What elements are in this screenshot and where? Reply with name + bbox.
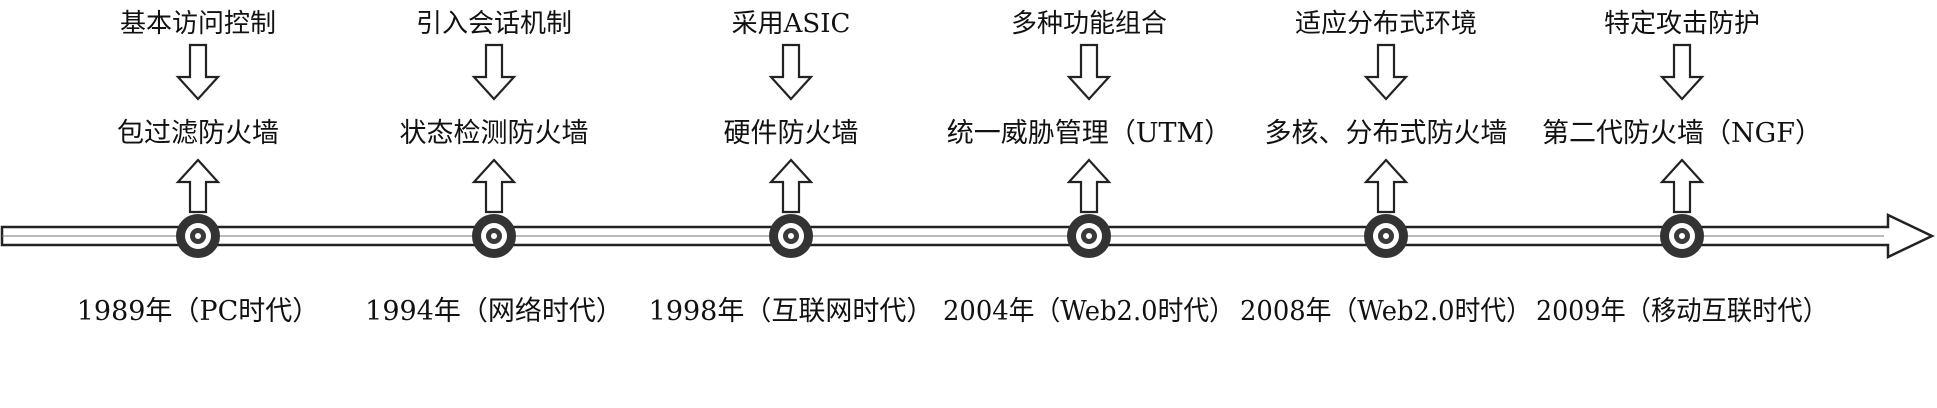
stage-era-label: 1994年（网络时代） xyxy=(365,296,623,327)
up-arrow-icon xyxy=(768,158,814,214)
up-arrow-icon xyxy=(471,158,517,214)
down-arrow-icon xyxy=(1066,43,1112,101)
node-center-dot xyxy=(1679,233,1685,239)
stage-feature-label: 特定攻击防护 xyxy=(1604,9,1760,39)
timeline-node-icon xyxy=(1364,214,1408,258)
down-arrow-icon xyxy=(768,43,814,101)
stage-era-label: 2009年（移动互联时代） xyxy=(1536,296,1828,327)
timeline-node-icon xyxy=(1067,214,1111,258)
timeline-node-icon xyxy=(176,214,220,258)
stage-product-label: 状态检测防火墙 xyxy=(400,118,589,149)
up-arrow-icon xyxy=(175,158,221,214)
node-center-dot xyxy=(788,233,794,239)
up-arrow-icon xyxy=(1066,158,1112,214)
stage-feature-label: 多种功能组合 xyxy=(1011,9,1167,39)
stage-feature-label: 基本访问控制 xyxy=(120,9,276,39)
stage-era-label: 1989年（PC时代） xyxy=(77,296,320,327)
node-center-dot xyxy=(1383,233,1389,239)
stage-feature-label: 采用ASIC xyxy=(732,9,851,39)
up-arrow-icon xyxy=(1363,158,1409,214)
stage-feature-label: 引入会话机制 xyxy=(416,9,572,39)
node-center-dot xyxy=(195,233,201,239)
down-arrow-icon xyxy=(1363,43,1409,101)
node-center-dot xyxy=(1086,233,1092,239)
stage-era-label: 2004年（Web2.0时代） xyxy=(943,296,1235,327)
node-center-dot xyxy=(491,233,497,239)
down-arrow-icon xyxy=(175,43,221,101)
stage-product-label: 统一威胁管理（UTM） xyxy=(947,118,1231,149)
down-arrow-icon xyxy=(1659,43,1705,101)
stage-product-label: 第二代防火墙（NGF） xyxy=(1542,118,1822,149)
stage-product-label: 硬件防火墙 xyxy=(724,118,859,149)
down-arrow-icon xyxy=(471,43,517,101)
timeline-node-icon xyxy=(472,214,516,258)
stage-era-label: 2008年（Web2.0时代） xyxy=(1240,296,1532,327)
stage-era-label: 1998年（互联网时代） xyxy=(649,296,934,327)
stage-product-label: 包过滤防火墙 xyxy=(117,118,279,149)
stage-feature-label: 适应分布式环境 xyxy=(1295,9,1477,39)
timeline-node-icon xyxy=(1660,214,1704,258)
timeline-stage: 采用ASIC 硬件防火墙 1998年（互联网时代） xyxy=(649,9,934,327)
stage-product-label: 多核、分布式防火墙 xyxy=(1265,118,1508,149)
timeline-node-icon xyxy=(769,214,813,258)
up-arrow-icon xyxy=(1659,158,1705,214)
